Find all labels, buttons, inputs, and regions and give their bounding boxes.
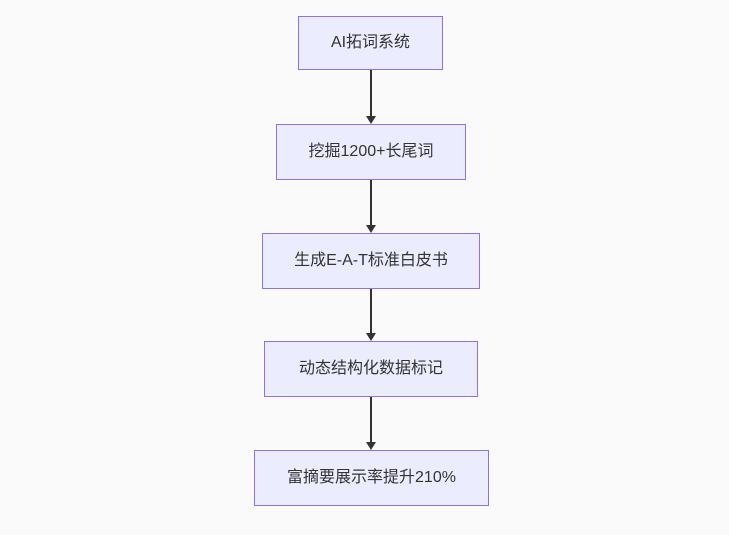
arrow-connector-1 xyxy=(366,70,376,124)
node-label: AI拓词系统 xyxy=(330,34,411,52)
arrow-line xyxy=(370,180,372,225)
flowchart-node-rich-snippet-result: 富摘要展示率提升210% xyxy=(254,450,489,506)
arrow-head-icon xyxy=(366,333,376,341)
arrow-line xyxy=(370,397,372,442)
flowchart-node-structured-data-markup: 动态结构化数据标记 xyxy=(264,341,478,397)
arrow-connector-2 xyxy=(366,180,376,233)
arrow-connector-3 xyxy=(366,289,376,341)
node-label: 动态结构化数据标记 xyxy=(298,360,443,378)
flowchart-node-eat-whitepaper: 生成E-A-T标准白皮书 xyxy=(262,233,480,289)
arrow-head-icon xyxy=(366,116,376,124)
node-label: 富摘要展示率提升210% xyxy=(287,469,456,487)
node-label: 挖掘1200+长尾词 xyxy=(308,143,434,161)
arrow-line xyxy=(370,70,372,116)
flowchart-node-ai-word-system: AI拓词系统 xyxy=(298,16,443,70)
arrow-head-icon xyxy=(366,442,376,450)
node-label: 生成E-A-T标准白皮书 xyxy=(294,252,448,270)
arrow-head-icon xyxy=(366,225,376,233)
arrow-line xyxy=(370,289,372,333)
flowchart-node-longtail-mining: 挖掘1200+长尾词 xyxy=(276,124,466,180)
arrow-connector-4 xyxy=(366,397,376,450)
